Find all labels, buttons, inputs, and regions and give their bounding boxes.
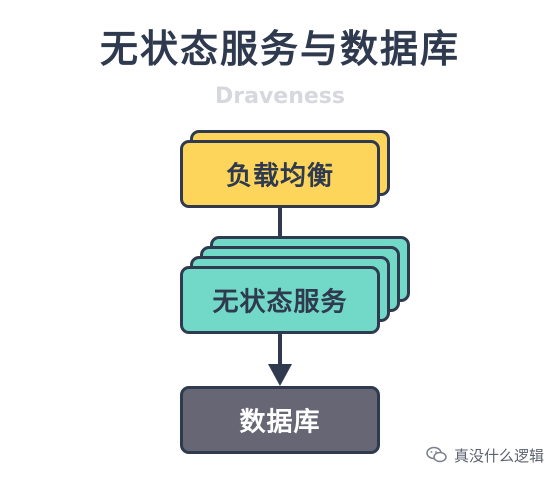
author-label: Draveness xyxy=(215,84,345,109)
stateless-service-label: 无状态服务 xyxy=(212,287,348,318)
wechat-icon xyxy=(426,446,447,463)
watermark-text: 真没什么逻辑 xyxy=(453,446,544,465)
arrow-service-to-db xyxy=(268,334,292,386)
load-balancer-box: 负载均衡 xyxy=(180,140,380,208)
load-balancer-label: 负载均衡 xyxy=(225,161,334,192)
stateless-service-box: 无状态服务 xyxy=(180,266,380,334)
database-box: 数据库 xyxy=(180,386,380,454)
diagram-title: 无状态服务与数据库 xyxy=(99,27,460,71)
database-label: 数据库 xyxy=(239,407,321,438)
watermark: 真没什么逻辑 xyxy=(423,444,546,466)
